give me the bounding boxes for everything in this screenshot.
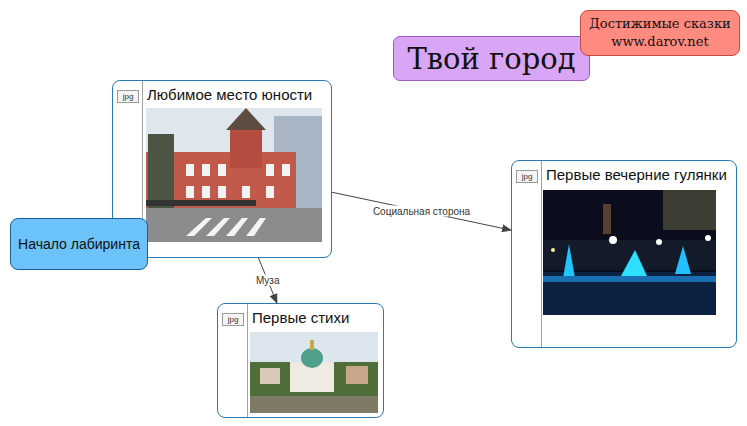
photo-street	[146, 108, 322, 242]
lamp	[705, 235, 711, 241]
lamp	[609, 236, 617, 244]
file-type-tag: jpg	[222, 313, 244, 326]
dome	[301, 348, 323, 368]
link-box: Достижимые сказки www.darov.net	[580, 10, 740, 56]
night-sky	[543, 190, 716, 315]
window	[186, 186, 194, 198]
tower-roof	[226, 108, 266, 130]
edge-label: Муза	[254, 274, 282, 285]
text-stack: Начало лабиринта	[14, 235, 144, 254]
text-stack: Достижимые сказки www.darov.net	[581, 15, 739, 50]
water	[543, 272, 716, 315]
cross	[310, 340, 314, 350]
edge-label: Социальная сторона	[371, 206, 472, 217]
start-box: Начало лабиринта	[10, 218, 148, 270]
reflection	[543, 276, 716, 282]
file-type-tag: jpg	[117, 90, 139, 103]
crosswalk	[206, 218, 230, 236]
card-column-line	[541, 161, 542, 347]
window	[202, 164, 210, 176]
box-label: Достижимые сказки www.darov.net	[581, 15, 739, 50]
card-column-line	[247, 304, 248, 417]
fountain	[675, 246, 691, 274]
tree	[148, 134, 174, 210]
card-title: Любимое место юности	[147, 86, 312, 103]
window	[282, 164, 290, 176]
diagram-title: Твой город	[407, 42, 575, 76]
sky	[250, 332, 378, 413]
crosswalk	[246, 218, 266, 236]
card-title: Первые вечерние гулянки	[546, 166, 727, 183]
crosswalk	[226, 218, 248, 236]
window	[242, 186, 250, 198]
box-label: Начало лабиринта	[14, 235, 144, 254]
window	[218, 164, 226, 176]
window	[266, 186, 274, 198]
fountain	[621, 250, 647, 276]
lamp	[551, 248, 555, 252]
title-box: Твой город	[393, 36, 590, 81]
crosswalk	[186, 218, 212, 236]
sky	[146, 108, 322, 242]
river	[250, 396, 378, 413]
fence	[146, 200, 256, 206]
street	[146, 208, 322, 242]
photo-church	[250, 332, 378, 413]
house	[260, 368, 280, 384]
window	[186, 164, 194, 176]
tower	[603, 204, 611, 234]
window	[266, 164, 274, 176]
window	[218, 186, 226, 198]
house	[346, 366, 368, 384]
file-type-tag: jpg	[516, 170, 538, 183]
trees	[663, 190, 716, 230]
connector	[332, 192, 511, 230]
card-title: Первые стихи	[252, 309, 349, 326]
tower	[230, 128, 262, 168]
fountain	[563, 244, 575, 278]
photo-fountains	[543, 190, 716, 315]
window	[202, 186, 210, 198]
lamp	[656, 239, 662, 245]
